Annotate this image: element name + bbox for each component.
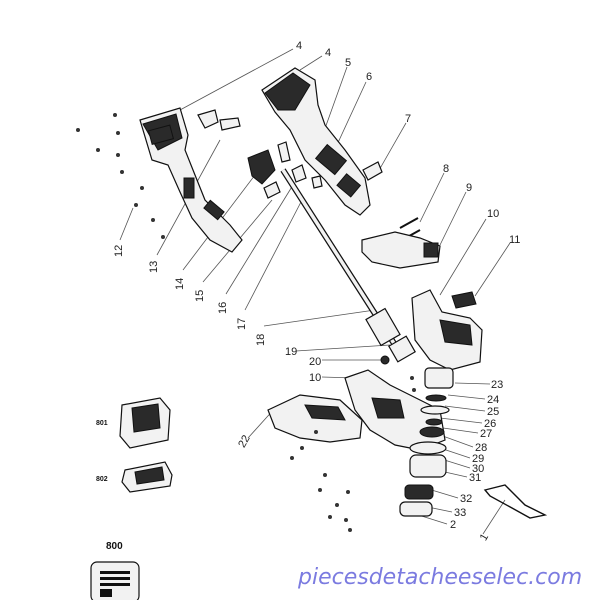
callout-4b: 4 — [325, 47, 331, 59]
callout-11: 11 — [509, 234, 520, 246]
callout-16: 16 — [217, 302, 229, 314]
callout-24: 24 — [487, 394, 499, 406]
bolt-parts — [361, 217, 441, 269]
callout-2: 2 — [450, 519, 456, 531]
callout-29: 29 — [472, 453, 484, 465]
callout-19: 19 — [285, 346, 297, 358]
callout-30: 30 — [472, 463, 484, 475]
callout-31: 31 — [469, 472, 481, 484]
callout-17: 17 — [236, 318, 248, 330]
battery-801 — [119, 397, 171, 449]
guard-assembly — [267, 369, 446, 451]
motor-stack — [399, 367, 454, 517]
callout-18: 18 — [255, 334, 267, 346]
callout-8: 8 — [443, 163, 449, 175]
callout-labels: 4 4 5 6 7 8 9 10 11 12 13 14 15 16 17 18… — [113, 40, 520, 543]
callout-26: 26 — [484, 418, 496, 430]
callout-28: 28 — [475, 442, 487, 454]
watermark-text: piecesdetacheeselec.com — [297, 565, 582, 590]
kit-800-label: 800 — [106, 541, 123, 552]
callout-22: 22 — [236, 433, 253, 450]
callout-10b: 10 — [309, 372, 321, 384]
trigger-parts — [197, 109, 383, 199]
callout-9: 9 — [466, 182, 472, 194]
edge-guide — [483, 484, 548, 519]
callout-32: 32 — [460, 493, 472, 505]
callout-4a: 4 — [296, 40, 302, 52]
callout-20: 20 — [309, 356, 321, 368]
callout-1: 1 — [478, 532, 491, 543]
callout-7: 7 — [405, 113, 411, 125]
kit-box-800 — [90, 561, 140, 600]
battery-802 — [121, 461, 173, 493]
callout-27: 27 — [480, 428, 492, 440]
motor-housing — [411, 289, 483, 371]
shaft-tube — [280, 168, 416, 363]
callout-6: 6 — [366, 71, 372, 83]
callout-23: 23 — [491, 379, 503, 391]
callout-15: 15 — [194, 290, 206, 302]
screws — [76, 113, 416, 532]
battery-802-label: 802 — [96, 476, 108, 483]
callout-12: 12 — [113, 245, 125, 257]
callout-13: 13 — [148, 261, 160, 273]
callout-33: 33 — [454, 507, 466, 519]
handle-left-housing — [139, 107, 243, 253]
handle-right-housing — [261, 67, 371, 216]
callout-14: 14 — [174, 278, 186, 290]
callout-25: 25 — [487, 406, 499, 418]
battery-801-label: 801 — [96, 420, 108, 427]
callout-10a: 10 — [487, 208, 499, 220]
callout-5: 5 — [345, 57, 351, 69]
